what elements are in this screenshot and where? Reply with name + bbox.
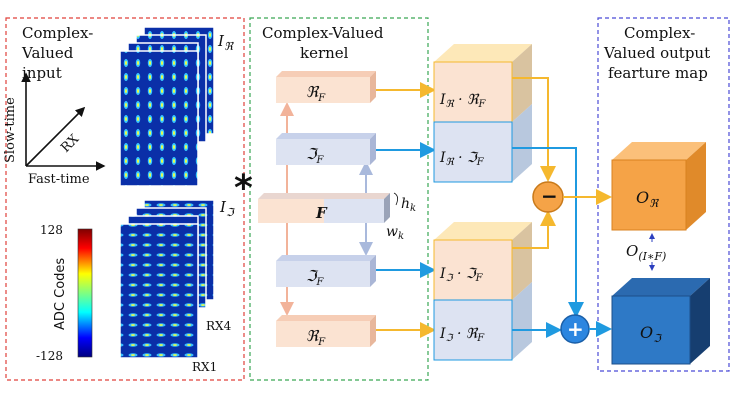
colorbar-min: -128 — [36, 349, 63, 363]
kernel-real-bottom-label: ℜF — [306, 327, 326, 348]
output-title-1: Complex- — [624, 24, 695, 42]
hk-label: hk — [401, 196, 416, 214]
wk-label: wk — [386, 224, 404, 242]
output-title-3: fearture map — [608, 64, 708, 82]
product-cube-top — [433, 44, 532, 183]
imag-input-label: Iℑ — [219, 198, 236, 219]
colorbar-label: ADC Codes — [53, 258, 68, 330]
path-p1-to-minus — [512, 77, 556, 182]
plus-symbol: + — [567, 317, 584, 341]
imag-input-heatmap — [119, 223, 199, 359]
convolution-symbol: * — [234, 168, 253, 209]
kernel-block-real-top — [276, 71, 376, 103]
path-p2-to-plus — [512, 147, 584, 318]
kernel-panel-border — [249, 17, 429, 381]
output-imag-cube — [611, 278, 710, 365]
input-title-2: Valued — [21, 44, 74, 62]
kernel-block-imag-top — [276, 133, 376, 165]
path-p3-to-minus — [512, 210, 556, 249]
real-input-heatmap — [119, 50, 199, 187]
product-3: Iℑ · ℑF — [439, 266, 484, 284]
input-panel-border — [5, 17, 245, 381]
o-real-label: Oℜ — [636, 188, 659, 210]
slow-time-label: Slow-time — [3, 97, 18, 163]
kernel-real-top-label: ℜF — [306, 83, 326, 104]
o-conv-label: O(I∗F) — [626, 242, 666, 263]
fast-time-label: Fast-time — [28, 172, 90, 187]
rx-axis — [25, 106, 86, 167]
kernel-imag-top-label: ℑF — [306, 145, 324, 166]
product-2: Iℜ · ℑF — [439, 150, 485, 168]
minus-symbol: − — [541, 184, 558, 208]
kernel-title-2: kernel — [300, 44, 349, 62]
colorbar — [77, 228, 93, 358]
imag-input-stack — [119, 199, 215, 359]
input-title-1: Complex- — [22, 24, 93, 42]
kernel-block-imag-bottom — [276, 255, 376, 287]
kernel-f-label: F — [315, 204, 328, 222]
product-4: Iℑ · ℜF — [439, 326, 485, 344]
colorbar-max: 128 — [40, 223, 63, 237]
real-input-label: Iℜ — [217, 32, 234, 53]
output-real-cube — [611, 142, 706, 231]
rx4-label: RX4 — [206, 319, 232, 333]
real-input-stack — [119, 26, 215, 187]
kernel-title-1: Complex-Valued — [262, 24, 384, 42]
rx1-label: RX1 — [192, 360, 217, 374]
product-1: Iℜ · ℜF — [439, 92, 486, 110]
kernel-block-f — [258, 193, 390, 223]
product-cube-bottom — [433, 222, 532, 361]
input-title-3: input — [22, 64, 62, 82]
output-title-2: Valued output — [603, 44, 710, 62]
rx-label: RX — [58, 131, 83, 156]
kernel-imag-bottom-label: ℑF — [306, 267, 324, 288]
kernel-block-real-bottom — [276, 315, 376, 347]
o-imag-label: Oℑ — [640, 323, 663, 345]
